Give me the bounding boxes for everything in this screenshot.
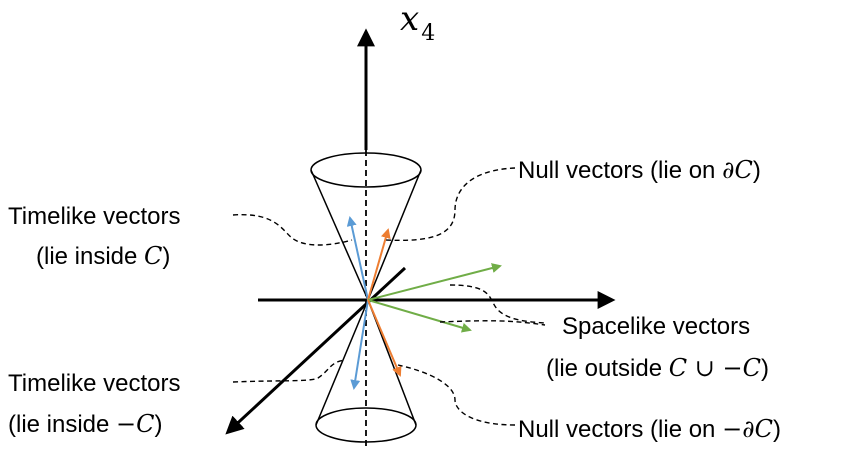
future-cone-edge-right	[367, 169, 422, 301]
leader-timelike-upper	[232, 214, 353, 246]
spacelike-label-line2: (lie outside C ∪ −C)	[546, 354, 769, 382]
null-lower-label: Null vectors (lie on −∂C)	[518, 415, 781, 443]
null-vector-future	[367, 228, 391, 301]
timelike-vector-past	[350, 299, 369, 390]
null-vector-past	[367, 299, 402, 377]
leader-null-upper	[384, 167, 516, 242]
leader-spacelike-upper	[449, 284, 546, 324]
x4-axis-label: x4	[400, 0, 435, 46]
timelike-upper-label-line1: Timelike vectors	[8, 203, 180, 230]
leader-null-lower	[397, 364, 516, 426]
spacelike-vector-down	[367, 299, 472, 333]
timelike-vector-future	[346, 216, 369, 301]
timelike-upper-label-line2: (lie inside C)	[36, 242, 170, 270]
spacelike-label-line1: Spacelike vectors	[562, 313, 750, 340]
leader-timelike-lower	[232, 359, 346, 383]
spacelike-vector-up	[367, 263, 502, 301]
future-cone-edge-left	[310, 169, 369, 301]
timelike-lower-label-line1: Timelike vectors	[8, 370, 180, 397]
null-upper-label: Null vectors (lie on ∂C)	[518, 156, 761, 184]
depth-axis-arrow	[225, 266, 407, 435]
timelike-lower-label-line2: (lie inside −C)	[8, 410, 163, 438]
leader-spacelike-lower	[439, 320, 546, 326]
past-cone-edge-left	[315, 299, 369, 426]
